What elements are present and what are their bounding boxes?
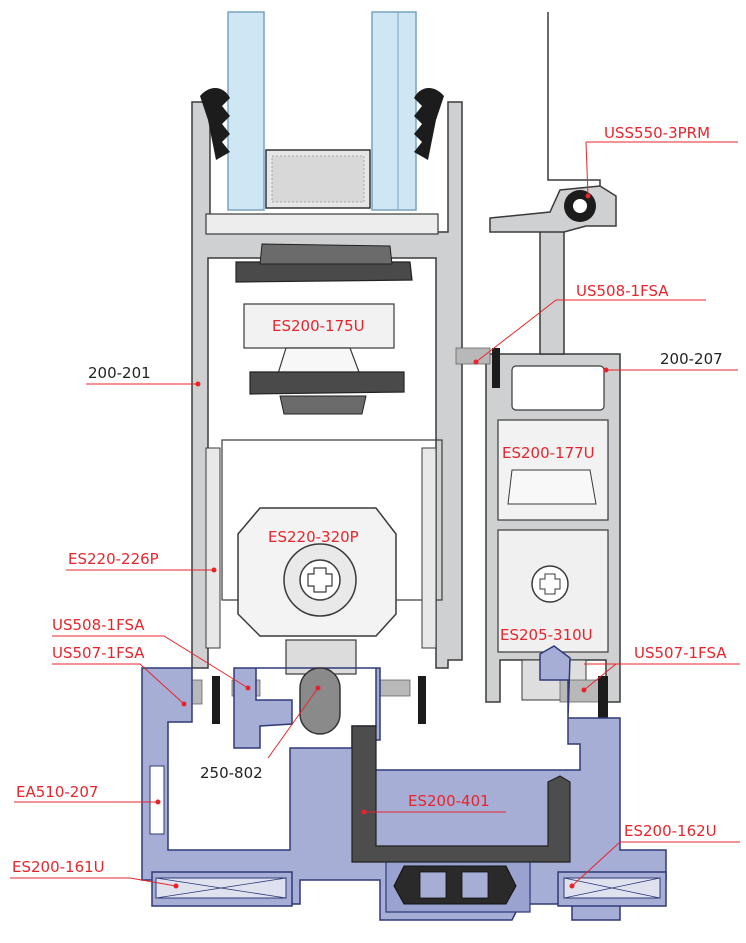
glass-pane-right	[371, 11, 417, 211]
part-labels: USS550-3PRM US508-1FSA ES200-175U 200-20…	[12, 124, 727, 876]
label-ea510-207: EA510-207	[16, 783, 98, 801]
label-us507-1fsa-right: US507-1FSA	[634, 644, 727, 662]
glass-unit	[227, 11, 417, 211]
label-es200-175u: ES200-175U	[272, 317, 365, 335]
glazing-gaskets	[200, 87, 444, 160]
label-us507-1fsa-left: US507-1FSA	[52, 644, 145, 662]
label-es205-310u: ES205-310U	[500, 626, 593, 644]
roller-250-802	[299, 667, 341, 735]
label-es200-162u: ES200-162U	[624, 822, 717, 840]
label-es220-226p: ES220-226P	[68, 550, 159, 568]
label-es200-161u: ES200-161U	[12, 858, 105, 876]
glass-pane-left	[227, 11, 265, 211]
leader-lines	[10, 141, 740, 889]
frame-profile-200-207	[485, 353, 621, 703]
frame-top-section	[489, 12, 617, 355]
label-200-201: 200-201	[88, 364, 151, 382]
label-uss550-3prm: USS550-3PRM	[604, 124, 710, 142]
insert-es200-401	[351, 725, 571, 863]
label-us508-1fsa-left: US508-1FSA	[52, 616, 145, 634]
label-200-207: 200-207	[660, 350, 723, 368]
label-us508-1fsa-right: US508-1FSA	[576, 282, 669, 300]
label-es200-401: ES200-401	[408, 792, 490, 810]
label-250-802: 250-802	[200, 764, 263, 782]
label-es220-320p: ES220-320P	[268, 528, 359, 546]
thermal-break-lower	[249, 371, 405, 415]
label-es200-177u: ES200-177U	[502, 444, 595, 462]
hardware-es220-320p	[237, 507, 397, 675]
thermal-break-es200-175u	[235, 243, 413, 381]
